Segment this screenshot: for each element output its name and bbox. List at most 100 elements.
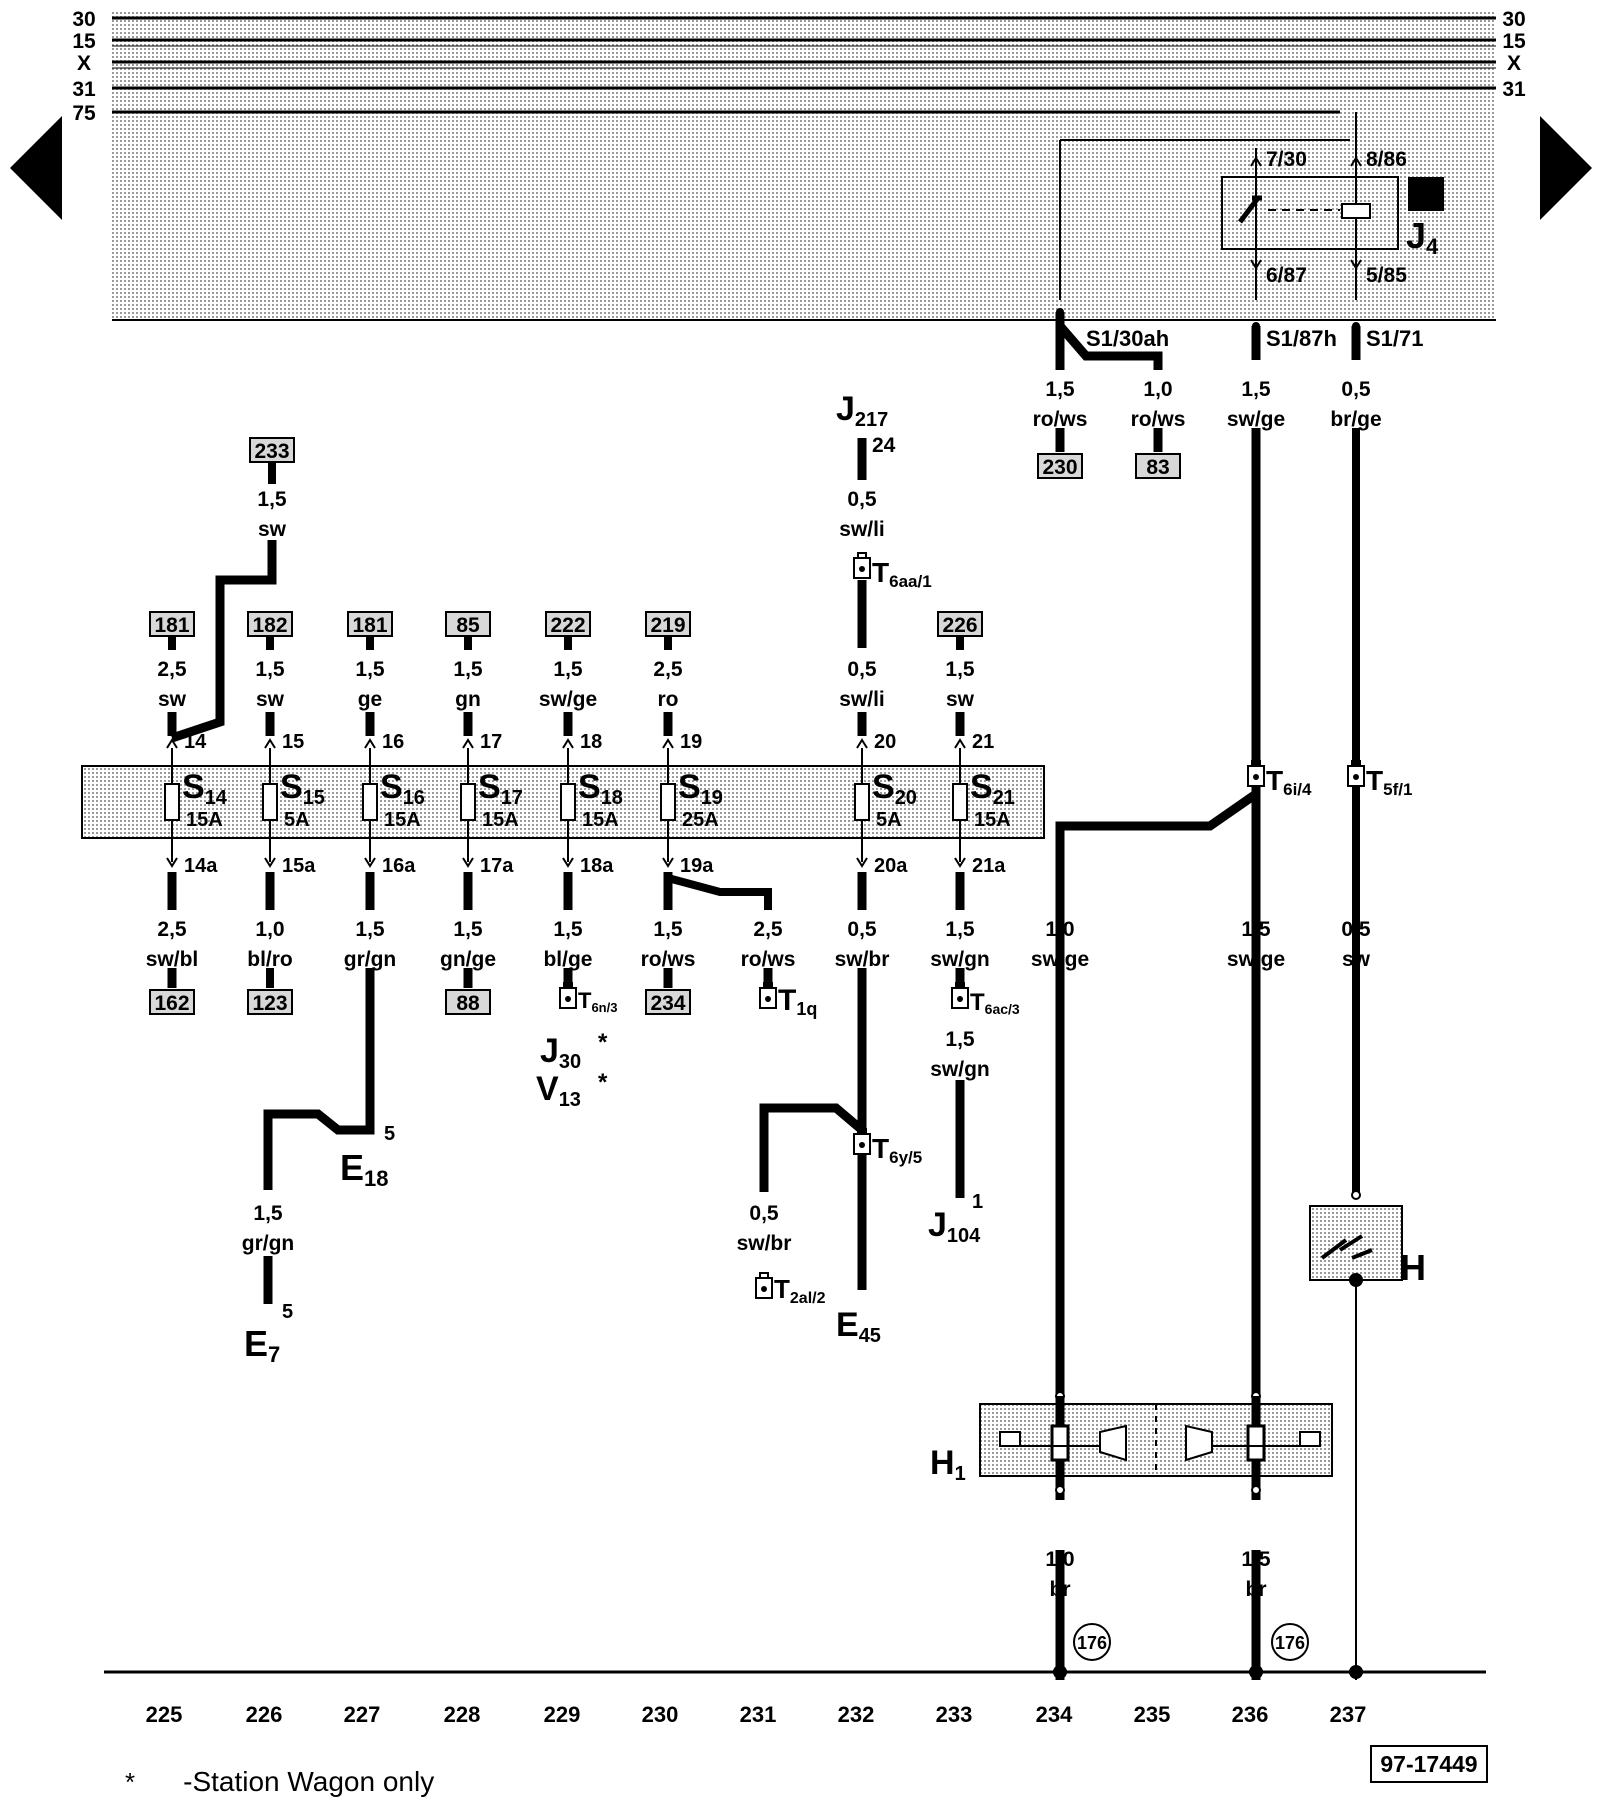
lower-wire-0-size: 2,5	[157, 918, 187, 941]
terminal-dot	[1351, 1190, 1361, 1200]
track-number: 226	[246, 1702, 283, 1727]
fuse-16-icon	[362, 783, 378, 821]
connector-tab-icon	[1351, 760, 1361, 766]
fuse-14-icon	[164, 783, 180, 821]
relay-pin-7-30: 7/30	[1266, 148, 1307, 171]
fuse-ref-box-number: 181	[154, 614, 189, 637]
ref-box-123	[247, 989, 293, 1015]
fuse-15-icon	[262, 783, 278, 821]
fuse-16-label: S16	[380, 768, 425, 809]
component-v13-mark: *	[598, 1069, 608, 1096]
pin-arrow-icon	[264, 738, 276, 749]
fuse-19-pin-out: 19a	[680, 855, 714, 877]
pin-arrow-icon	[562, 857, 574, 868]
connector-tab-icon	[1251, 760, 1261, 766]
wire-s16-to-e18	[263, 968, 375, 1190]
relay-coil-icon	[1341, 203, 1371, 219]
lower-wire-4-size: 1,5	[553, 918, 583, 941]
connector-tab-icon	[763, 982, 773, 988]
top-wire-2-color: sw/ge	[1227, 408, 1285, 431]
j104-pin: 1	[972, 1191, 983, 1213]
pin-arrow-icon	[364, 738, 376, 749]
h1-left-wire-color: br	[1050, 1578, 1071, 1601]
component-e18-label: E18	[340, 1147, 389, 1191]
e7-wire-size: 1,5	[253, 1202, 283, 1225]
e18-pin: 5	[384, 1123, 395, 1145]
lower-wire-1-color: bl/ro	[247, 948, 293, 971]
lower-wire-8-size: 1,5	[945, 918, 975, 941]
footnote-text: -Station Wagon only	[183, 1766, 435, 1797]
t2al-wire-size: 0,5	[749, 1202, 779, 1225]
j217-wire-size: 0,5	[847, 488, 877, 511]
track-number: 236	[1232, 1702, 1269, 1727]
fuse-ref-box-number: 222	[550, 614, 585, 637]
track-number: 228	[444, 1702, 481, 1727]
j104-wire-size: 1,5	[945, 1028, 975, 1051]
j217-wire-color: sw/li	[839, 518, 885, 541]
pin-arrow-icon	[1350, 259, 1362, 270]
component-h-label: H	[1400, 1247, 1426, 1288]
fuse-18-in-wire-color: sw/ge	[539, 688, 597, 711]
fuse-21-in-wire-size: 1,5	[945, 658, 975, 681]
top-wire-2-size: 1,5	[1241, 378, 1271, 401]
wire-233-to-s14	[170, 540, 277, 743]
fuse-15-in-wire-size: 1,5	[255, 658, 285, 681]
connector-t6i4-label: T6i/4	[1266, 765, 1312, 799]
fuse-18-icon	[560, 783, 576, 821]
ref-box-230-number: 230	[1042, 456, 1077, 479]
track-number: 229	[544, 1702, 581, 1727]
connector-pin-dot	[565, 996, 571, 1002]
relay-contact-icon	[1238, 195, 1262, 224]
fuse-16-pin-out: 16a	[382, 855, 416, 877]
top-wire-0-size: 1,5	[1045, 378, 1075, 401]
lower-wire-11-color: sw	[1342, 948, 1371, 971]
pin-arrow-icon	[1250, 156, 1262, 167]
ground-point-left: 176	[1077, 1633, 1107, 1653]
connector-pin-dot	[761, 1286, 767, 1292]
connector-t6n3-label: T6n/3	[578, 988, 617, 1015]
fuse-20-amp: 5A	[876, 809, 902, 831]
component-e45-label: E45	[836, 1306, 881, 1347]
fuse-21-pin-out: 21a	[972, 855, 1006, 877]
horn-coil-icon	[1299, 1431, 1321, 1447]
track-number: 231	[740, 1702, 777, 1727]
fuse-15-pin-out: 15a	[282, 855, 316, 877]
fuse-19-in-wire-color: ro	[658, 688, 679, 711]
pin-arrow-icon	[364, 857, 376, 868]
fuse-20-label: S20	[872, 768, 917, 809]
fuse-15-pin-in: 15	[282, 731, 304, 753]
fuse-17-in-wire-color: gn	[455, 688, 481, 711]
ref-box-234	[645, 989, 691, 1015]
pin-arrow-icon	[264, 857, 276, 868]
ref-box-88-number: 88	[456, 992, 480, 1015]
fuse-ref-box	[247, 611, 293, 637]
pin-arrow-icon	[562, 738, 574, 749]
connector-s1-30ah: S1/30ah	[1086, 326, 1169, 351]
pin-arrow-icon	[462, 738, 474, 749]
horn-contact-icon	[1050, 1424, 1070, 1462]
wire-s1-30ah-branch	[1055, 312, 1163, 370]
fuse-19-label: S19	[678, 768, 723, 809]
ref-box-123-number: 123	[252, 992, 287, 1015]
next-page-arrow-icon[interactable]	[1540, 116, 1592, 220]
fuse-16-amp: 15A	[384, 809, 421, 831]
horn-contact-icon	[1246, 1424, 1266, 1462]
horn-switch-icon	[1320, 1234, 1373, 1260]
fuse-21-icon	[952, 783, 968, 821]
lower-wire-6-color: ro/ws	[741, 948, 796, 971]
e7-wire-color: gr/gn	[242, 1232, 295, 1255]
previous-page-arrow-icon[interactable]	[10, 116, 62, 220]
connector-pin-dot	[1253, 774, 1259, 780]
wire-t6y5-branch	[759, 1103, 865, 1192]
ref-box-234-number: 234	[650, 992, 685, 1015]
h1-right-wire-size: 1,5	[1241, 1548, 1271, 1571]
connector-s1-71: S1/71	[1366, 326, 1424, 351]
fuse-15-in-wire-color: sw	[256, 688, 285, 711]
fuse-14-in-wire-color: sw	[158, 688, 187, 711]
fuse-18-pin-in: 18	[580, 731, 602, 753]
horn-coil-icon	[999, 1431, 1021, 1447]
fuse-19-pin-in: 19	[680, 731, 702, 753]
j104-wire-color: sw/gn	[930, 1058, 990, 1081]
fuse-18-label: S18	[578, 768, 623, 809]
connector-pin-dot	[1353, 774, 1359, 780]
